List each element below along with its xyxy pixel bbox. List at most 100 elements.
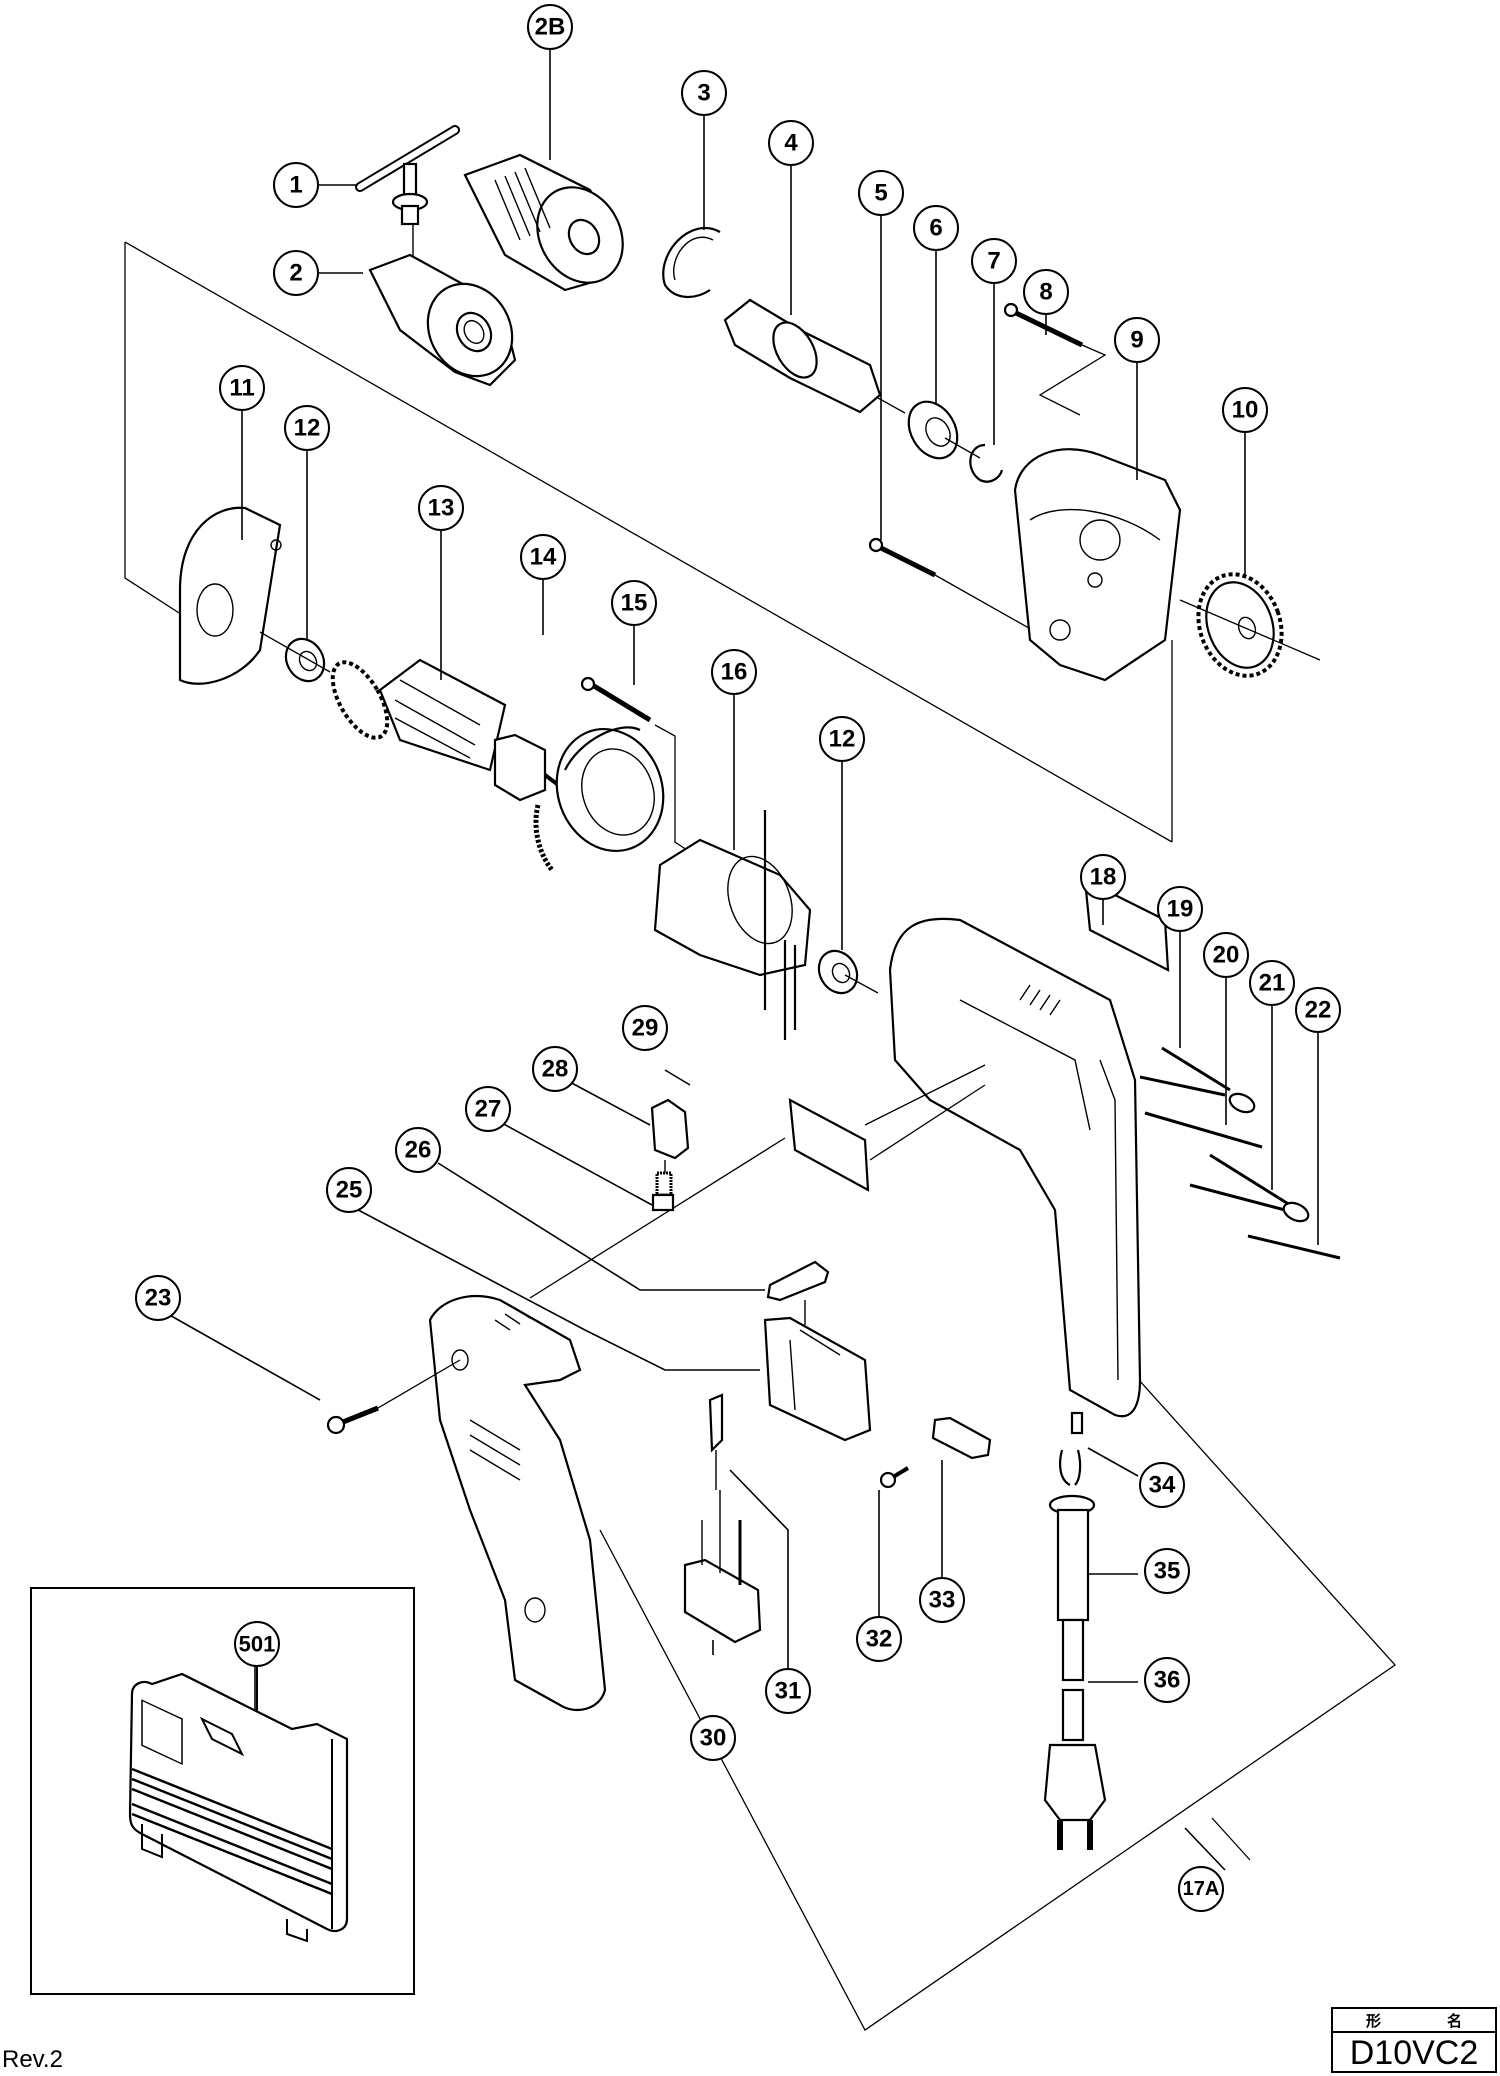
part-retaining-ring-small — [969, 443, 1004, 483]
svg-text:25: 25 — [336, 1177, 363, 1204]
svg-text:18: 18 — [1090, 864, 1117, 891]
svg-text:5: 5 — [874, 180, 887, 207]
assembly-bracket-lines — [124, 241, 1396, 2031]
svg-text:29: 29 — [632, 1015, 659, 1042]
callout-4: 4 — [768, 120, 814, 166]
callout-5: 5 — [858, 170, 904, 216]
svg-text:6: 6 — [929, 215, 942, 242]
svg-text:19: 19 — [1167, 896, 1194, 923]
svg-text:7: 7 — [987, 248, 1000, 275]
svg-text:12: 12 — [294, 415, 321, 442]
svg-text:36: 36 — [1154, 1667, 1181, 1694]
callout-29: 29 — [622, 1005, 668, 1051]
part-tapping-screw — [868, 537, 1051, 641]
callout-31: 31 — [765, 1668, 811, 1714]
callout-13: 13 — [418, 485, 464, 531]
callout-19: 19 — [1157, 886, 1203, 932]
callout-11: 11 — [219, 365, 265, 411]
callout-30: 30 — [690, 1715, 736, 1761]
callout-16: 16 — [711, 649, 757, 695]
svg-text:22: 22 — [1305, 997, 1332, 1024]
callout-501: 501 — [239, 1632, 276, 1657]
callout-15: 15 — [611, 580, 657, 626]
callout-17A: 17A — [1178, 1866, 1224, 1912]
callout-20: 20 — [1203, 932, 1249, 978]
callout-1: 1 — [273, 162, 319, 208]
callout-7: 7 — [971, 238, 1017, 284]
part-tube — [1070, 1411, 1084, 1435]
callout-3: 3 — [681, 70, 727, 116]
part-ball-bearing-right — [817, 949, 879, 995]
svg-text:16: 16 — [721, 659, 748, 686]
part-carbon-brush — [651, 1171, 675, 1212]
callout-32: 32 — [856, 1616, 902, 1662]
part-label-plate — [529, 1064, 986, 1299]
callout-12-right: 12 — [819, 716, 865, 762]
svg-text:21: 21 — [1259, 970, 1286, 997]
carrying-case-inset: 501 — [30, 1587, 415, 1995]
part-tapping-screw-handle — [326, 1359, 461, 1435]
part-gear — [1179, 572, 1321, 678]
part-spindle — [723, 298, 906, 414]
svg-text:15: 15 — [621, 590, 648, 617]
callout-18: 18 — [1080, 854, 1126, 900]
part-cord-armor — [1048, 1449, 1096, 1682]
callout-12-left: 12 — [284, 405, 330, 451]
title-block-header: 形 名 — [1333, 2009, 1495, 2033]
title-block-header-right: 名 — [1446, 2011, 1462, 2030]
callout-34: 34 — [1139, 1462, 1185, 1508]
svg-text:34: 34 — [1149, 1472, 1176, 1499]
part-housing-right — [888, 917, 1142, 1418]
model-number: D10VC2 — [1349, 2034, 1479, 2072]
callout-28: 28 — [532, 1046, 578, 1092]
part-housing-left — [428, 1295, 607, 1712]
svg-text:26: 26 — [405, 1137, 432, 1164]
svg-text:2B: 2B — [535, 14, 566, 41]
svg-text:23: 23 — [145, 1285, 172, 1312]
svg-text:28: 28 — [542, 1056, 569, 1083]
part-chuck-key — [355, 125, 460, 258]
svg-text:10: 10 — [1232, 397, 1259, 424]
svg-text:3: 3 — [697, 80, 710, 107]
svg-text:13: 13 — [428, 495, 455, 522]
leader-lines — [165, 50, 1319, 1871]
part-cord-clip — [931, 1416, 992, 1460]
part-cord-clip-screw — [879, 1466, 910, 1489]
title-block: 形 名 D10VC2 — [1331, 2007, 1497, 2073]
callout-6: 6 — [913, 205, 959, 251]
part-armature — [259, 631, 567, 802]
callout-2: 2 — [273, 250, 319, 296]
svg-text:2: 2 — [289, 260, 302, 287]
callout-23: 23 — [135, 1275, 181, 1321]
part-internal-wire-31 — [708, 1393, 724, 1490]
callout-8: 8 — [1023, 269, 1069, 315]
part-tapping-screw-stator — [580, 676, 691, 853]
part-retaining-ring — [662, 226, 721, 298]
callout-25: 25 — [326, 1167, 372, 1213]
svg-text:35: 35 — [1154, 1558, 1181, 1585]
callout-14: 14 — [520, 534, 566, 580]
part-pushing-button — [766, 1260, 830, 1325]
callout-10: 10 — [1222, 387, 1268, 433]
callout-26: 26 — [395, 1127, 441, 1173]
svg-text:32: 32 — [866, 1626, 893, 1653]
revision-label: Rev.2 — [2, 2046, 63, 2073]
svg-text:12: 12 — [829, 726, 856, 753]
svg-text:11: 11 — [229, 375, 254, 402]
part-ball-bearing — [907, 400, 981, 460]
part-gear-cover — [1013, 448, 1182, 682]
part-tapping-screw-long — [1003, 302, 1107, 416]
svg-text:17A: 17A — [1183, 1878, 1220, 1900]
part-ball-bearing-left — [284, 637, 326, 683]
title-block-header-left: 形 — [1365, 2011, 1381, 2030]
callout-22: 22 — [1295, 987, 1341, 1033]
part-keyed-chuck — [368, 253, 517, 387]
svg-text:30: 30 — [700, 1725, 727, 1752]
svg-text:14: 14 — [530, 544, 557, 571]
svg-text:1: 1 — [289, 172, 302, 199]
part-name-plate — [1083, 878, 1170, 972]
part-noise-suppressor — [683, 1490, 762, 1644]
svg-text:31: 31 — [775, 1678, 802, 1705]
callout-2B: 2B — [527, 4, 573, 50]
